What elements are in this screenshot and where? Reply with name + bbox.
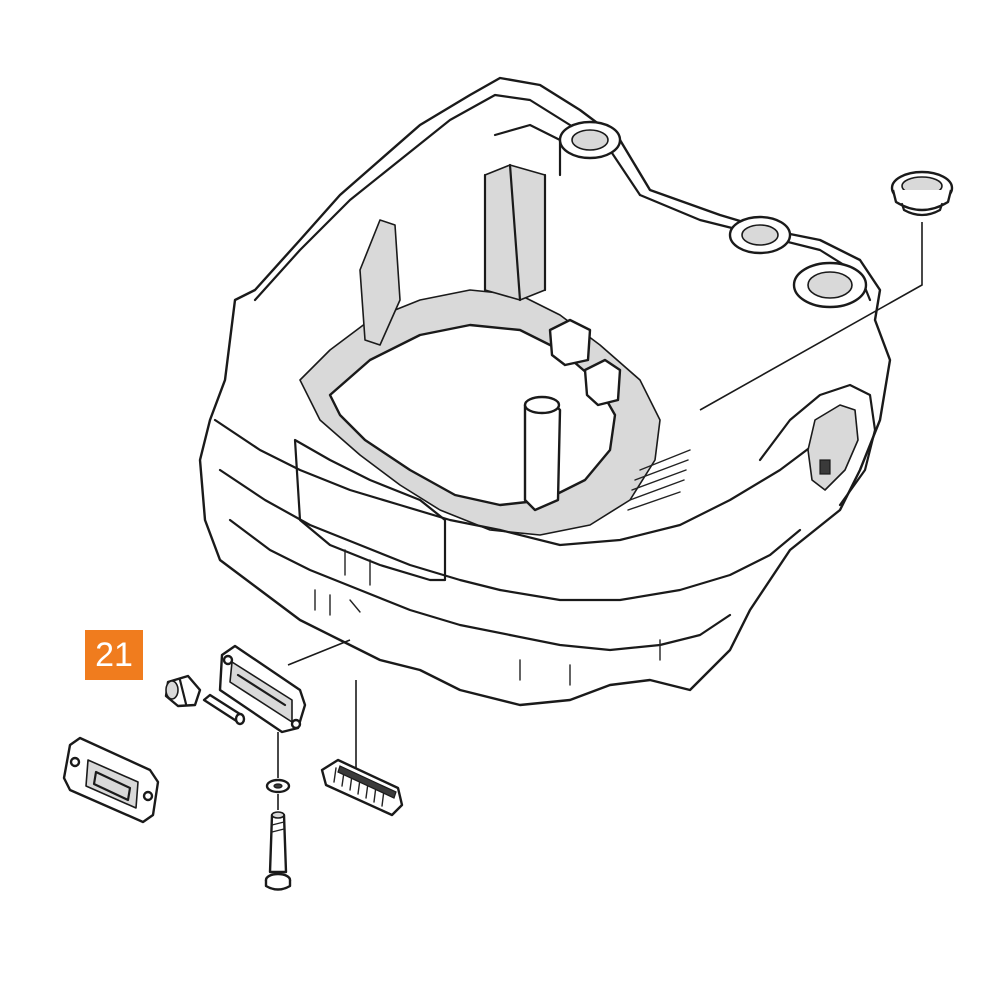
connector-strip-icon[interactable] — [320, 758, 404, 817]
callout-21[interactable]: 21 — [85, 630, 143, 680]
chassis-housing-icon[interactable] — [198, 76, 892, 707]
bolt-icon[interactable] — [264, 811, 292, 891]
bushing-icon[interactable] — [164, 674, 202, 708]
cover-plate-icon[interactable] — [62, 736, 160, 824]
grommet-icon[interactable] — [890, 170, 954, 217]
washer-icon[interactable] — [265, 778, 291, 794]
pin-icon[interactable] — [202, 693, 246, 726]
bracket-plate-icon[interactable] — [218, 644, 307, 734]
